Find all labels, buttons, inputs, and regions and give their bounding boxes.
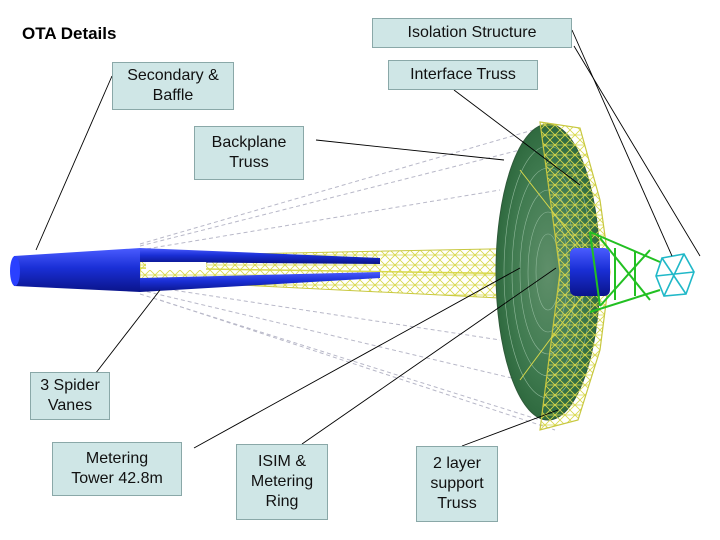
- spider-vanes-label: 3 Spider Vanes: [30, 372, 110, 420]
- leader-lines: [35, 29, 701, 449]
- isim-block: [570, 248, 610, 296]
- metering-tower-label: Metering Tower 42.8m: [52, 442, 182, 496]
- light-path-lines: [139, 127, 556, 431]
- secondary-baffle-label: Secondary & Baffle: [112, 62, 234, 110]
- interface-truss-label: Interface Truss: [388, 60, 538, 90]
- backplane-truss-label: Backplane Truss: [194, 126, 304, 180]
- isolation-structure-label: Isolation Structure: [372, 18, 572, 48]
- isolation-structure: [589, 231, 661, 313]
- isim-ring-label: ISIM & Metering Ring: [236, 444, 328, 520]
- support-truss-label: 2 layer support Truss: [416, 446, 498, 522]
- page-title: OTA Details: [22, 24, 117, 43]
- interface-cage: [655, 253, 695, 297]
- secondary-baffle-tower: [10, 248, 380, 292]
